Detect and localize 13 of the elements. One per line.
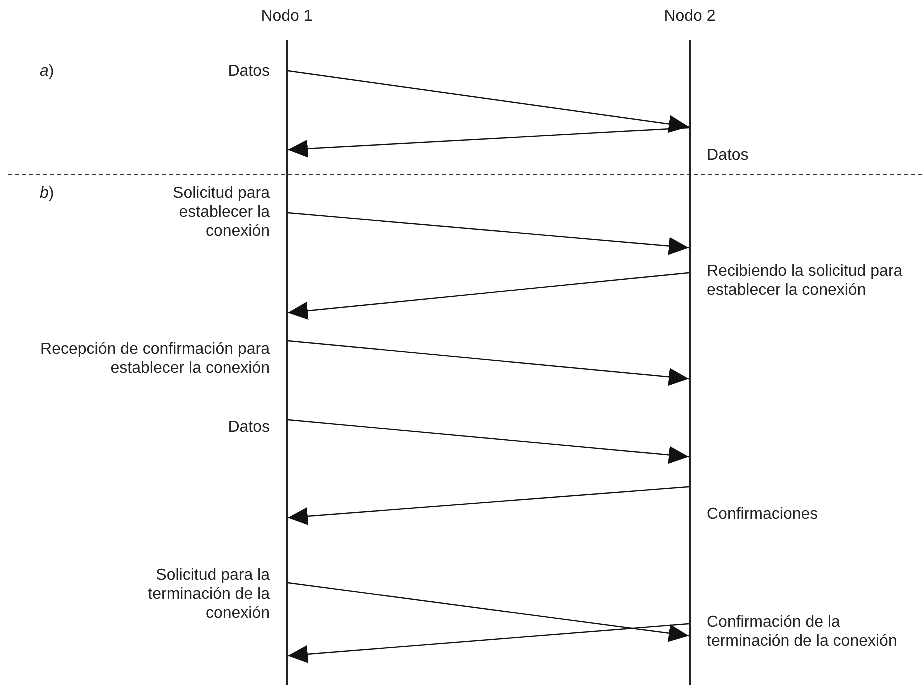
- arrow: [288, 486, 690, 526]
- lifeline-heading: Nodo 1: [260, 8, 314, 26]
- section-label: a): [40, 62, 54, 81]
- arrow: [288, 70, 690, 134]
- section-label: b): [40, 184, 54, 203]
- arrow: [288, 212, 690, 256]
- arrow: [288, 419, 690, 464]
- arrow: [288, 623, 690, 664]
- arrow: [288, 272, 690, 320]
- arrow: [288, 340, 690, 386]
- lifeline-heading: Nodo 2: [663, 8, 717, 26]
- arrow: [288, 582, 690, 642]
- arrow: [288, 127, 690, 158]
